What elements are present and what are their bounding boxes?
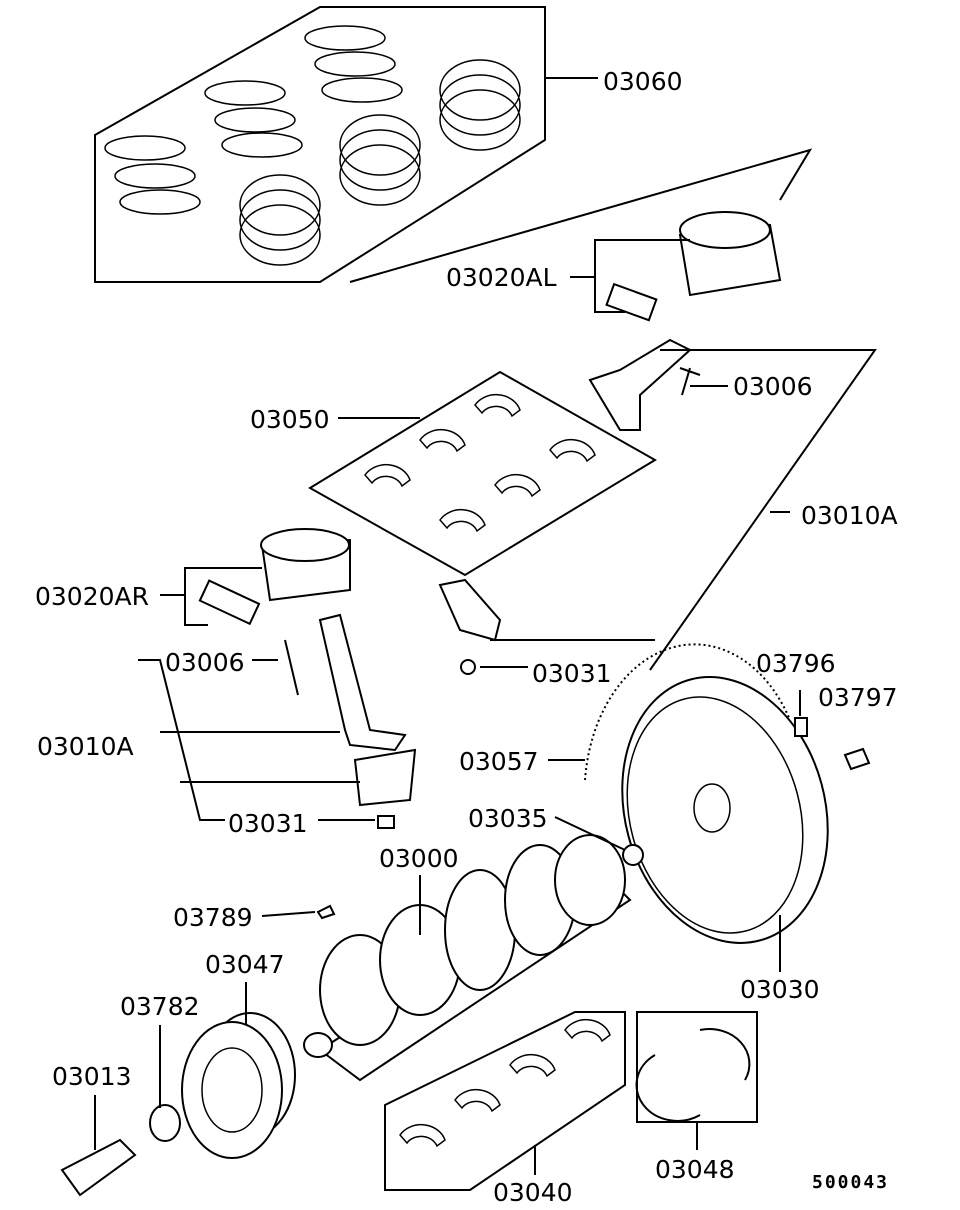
connecting-rod-lower (284, 613, 417, 807)
piston-ring-panel-divider (349, 148, 813, 283)
crank-pulley-03047 (181, 1012, 296, 1159)
part-label-03040: 03040 (493, 1178, 573, 1207)
part-label-03010a: 03010A (801, 501, 898, 530)
part-label-03057: 03057 (459, 747, 539, 776)
part-label-03782: 03782 (120, 992, 200, 1021)
part-label-03050: 03050 (250, 405, 330, 434)
rod-nut-lower (377, 815, 395, 829)
flywheel-assembly (584, 643, 829, 944)
part-label-03031: 03031 (532, 659, 612, 688)
part-labels: 03060 03020AL 03006 03050 03010A 03020AR 03006… (35, 67, 898, 1207)
rod-nut-upper (460, 659, 476, 675)
part-label-03006: 03006 (733, 372, 813, 401)
part-label-03013: 03013 (52, 1062, 132, 1091)
rod-cap-03031-upper (438, 578, 502, 642)
part-label-03060: 03060 (603, 67, 683, 96)
piston-rings (104, 25, 521, 266)
part-label-03048: 03048 (655, 1155, 735, 1184)
main-bearings-03040 (399, 1018, 611, 1148)
part-label-03020ar: 03020AR (35, 582, 149, 611)
bearing-shells-03050 (364, 393, 596, 533)
part-label-03000: 03000 (379, 844, 459, 873)
piston-ring-set-panel (94, 6, 546, 283)
figure-code: 500043 (812, 1172, 889, 1193)
part-label-03020al: 03020AL (446, 263, 557, 292)
part-label-03035: 03035 (468, 804, 548, 833)
thrust-washer-box-03048 (636, 1011, 758, 1123)
piston-left-bank (605, 211, 782, 322)
bolt-03013 (60, 1138, 137, 1197)
crankshaft-03000 (303, 834, 632, 1082)
connecting-rod-upper (588, 338, 701, 431)
part-label-03006: 03006 (165, 648, 245, 677)
pin-03796 (794, 717, 808, 737)
washer-03782 (149, 1104, 181, 1142)
part-label-03031: 03031 (228, 809, 308, 838)
main-bearing-panel-03040 (384, 1011, 626, 1191)
part-label-03047: 03047 (205, 950, 285, 979)
part-label-03030: 03030 (740, 975, 820, 1004)
leader-lines (94, 77, 877, 1175)
bolt-03797 (843, 747, 871, 771)
part-label-03789: 03789 (173, 903, 253, 932)
ring-03035 (622, 844, 644, 866)
bearing-set-panel-03050 (308, 370, 657, 577)
thrust-washers-03048 (635, 1028, 751, 1122)
piston-right-bank (198, 528, 351, 626)
part-label-03797: 03797 (818, 683, 898, 712)
part-label-03796: 03796 (756, 649, 836, 678)
part-label-03010a: 03010A (37, 732, 134, 761)
key-03789 (316, 904, 336, 920)
